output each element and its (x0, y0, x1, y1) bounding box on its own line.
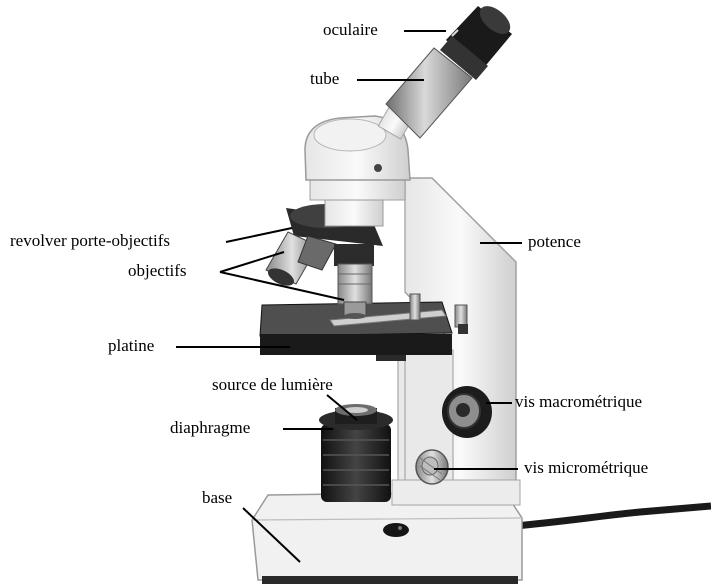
label-diaphragme: diaphragme (170, 418, 250, 438)
base-shape (252, 492, 522, 584)
label-revolver: revolver porte-objectifs (10, 231, 170, 251)
label-tube: tube (310, 69, 339, 89)
label-potence: potence (528, 232, 581, 252)
leader-revolver (226, 228, 292, 242)
label-oculaire: oculaire (323, 20, 378, 40)
label-vis-micro: vis micrométrique (524, 458, 648, 478)
label-objectifs: objectifs (128, 261, 187, 281)
label-platine: platine (108, 336, 154, 356)
label-source: source de lumière (212, 375, 333, 395)
power-cord (515, 506, 711, 526)
label-vis-macro: vis macrométrique (515, 392, 642, 412)
label-base: base (202, 488, 232, 508)
coarse-focus-knob (442, 386, 492, 438)
fine-focus-knob (416, 450, 448, 484)
